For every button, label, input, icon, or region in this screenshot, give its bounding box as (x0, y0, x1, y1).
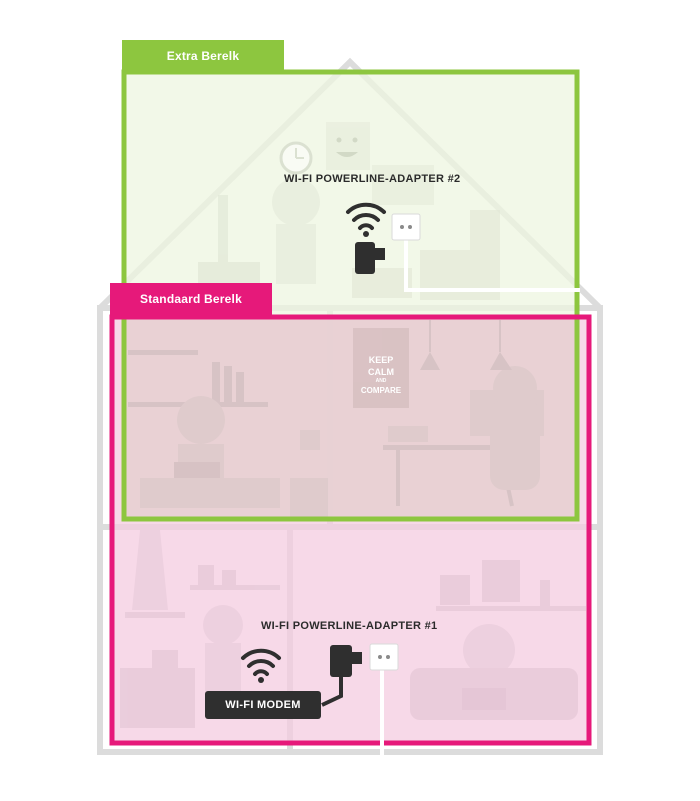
lower-rooms-scene (120, 530, 586, 728)
extra-range-label: Extra Berelk (166, 49, 240, 63)
keep-calm-poster-text: KEEP CALM AND COMPARE (353, 354, 409, 397)
wall-socket-icon (391, 213, 421, 241)
reader-head (177, 396, 225, 444)
standard-range-tab (110, 283, 272, 317)
poster-line-3: AND (375, 378, 387, 384)
upper-rooms-scene (128, 320, 544, 518)
wifi-icon (346, 202, 386, 230)
standard-range-label: Standaard Berelk (140, 292, 242, 306)
sofa-person-head (463, 624, 515, 676)
attic-scene (198, 122, 500, 300)
wall-socket-icon (369, 643, 399, 671)
powerline-adapter-icon (355, 242, 385, 274)
adapter-2-label: WI-FI POWERLINE-ADAPTER #2 (284, 173, 461, 185)
powerline-adapter-icon (321, 645, 362, 707)
poster-line-1: KEEP (368, 355, 394, 365)
cook-head (203, 605, 243, 645)
extra-range-tab (122, 40, 284, 74)
keep-calm-poster (353, 328, 409, 408)
attic-person-head (272, 178, 320, 226)
wifi-modem-label: WI-FI MODEM (205, 691, 321, 719)
standard-range-border (109, 314, 592, 746)
worker-head (493, 366, 537, 410)
wifi-icon (241, 648, 281, 676)
powerline-wiring (380, 232, 580, 800)
poster-line-2: CALM (368, 367, 394, 377)
adapter-1-label: WI-FI POWERLINE-ADAPTER #1 (261, 620, 438, 632)
smiley-frame (326, 122, 370, 170)
poster-line-4: COMPARE (360, 386, 402, 395)
